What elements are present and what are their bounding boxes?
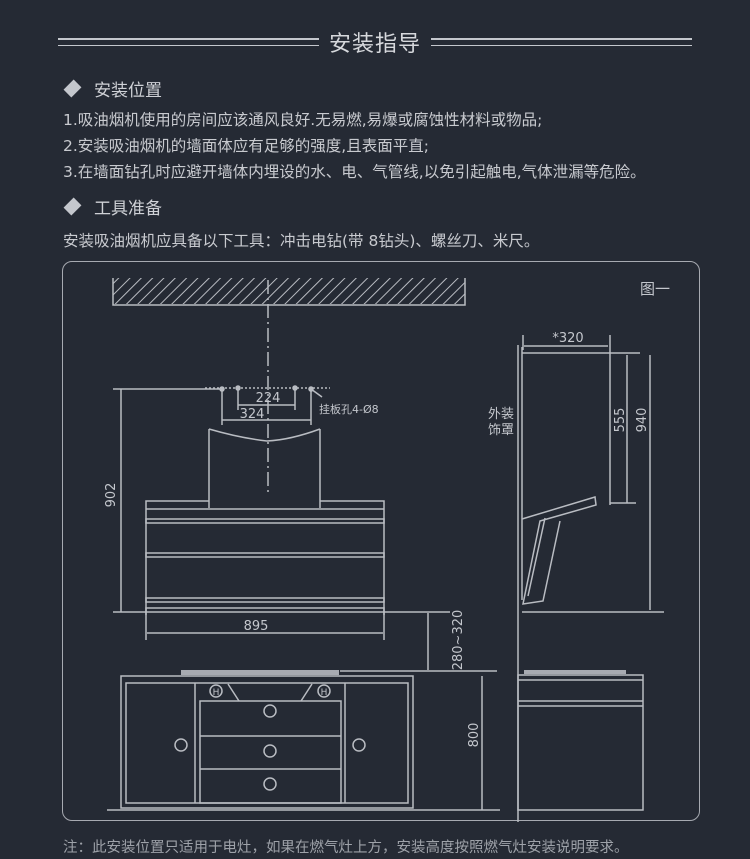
install-requirement-1: 1.吸油烟机使用的房间应该通风良好.无易燃,易爆或腐蚀性材料或物品;	[63, 111, 543, 129]
dim-depth: *320	[552, 331, 583, 346]
hood-body	[145, 500, 385, 615]
footer-note: 注：此安装位置只适用于电灶，如果在燃气灶上方，安装高度按照燃气灶安装说明要求。	[63, 840, 629, 856]
burner-right-icon: H	[321, 688, 328, 698]
title-rule-right	[431, 38, 693, 46]
dim-cover-lower: 555	[613, 408, 628, 433]
figure-label: 图一	[640, 280, 670, 298]
section-heading-text: 工具准备	[94, 199, 162, 219]
dim-hole-inner: 224	[256, 391, 281, 406]
page-header: 安装指导	[58, 22, 693, 62]
install-requirement-2: 2.安装吸油烟机的墙面体应有足够的强度,且表面平直;	[63, 137, 429, 155]
hood-chimney	[208, 428, 321, 508]
install-requirement-3: 3.在墙面钻孔时应避开墙体内埋设的水、电、气管线,以免引起触电,气体泄漏等危险。	[63, 163, 646, 181]
tools-description: 安装吸油烟机应具备以下工具：冲击电钻(带 8钻头)、螺丝刀、米尺。	[63, 232, 540, 250]
title-rule-left	[58, 38, 319, 46]
dim-cabinet-height: 800	[467, 723, 482, 748]
page-title: 安装指导	[329, 32, 422, 57]
dim-install-height: 280~320	[451, 610, 466, 671]
section-heading-text: 安装位置	[94, 81, 162, 101]
dim-total-height: 940	[635, 408, 650, 433]
cover-label-line2: 饰罩	[488, 423, 514, 438]
section-heading-install-position: 安装位置	[63, 76, 162, 101]
dim-hole-outer: 324	[240, 407, 265, 422]
ceiling-hatch	[112, 278, 466, 306]
hole-label: 挂板孔4-Ø8	[319, 402, 379, 416]
cabinet-front	[120, 670, 414, 809]
cover-label-line1: 外装	[488, 407, 514, 422]
dim-width: 895	[244, 619, 269, 634]
burner-left-icon: H	[213, 688, 220, 698]
side-view	[517, 335, 664, 822]
dim-height: 902	[104, 483, 119, 508]
figure-frame	[62, 261, 700, 821]
section-heading-tools: 工具准备	[63, 194, 162, 219]
